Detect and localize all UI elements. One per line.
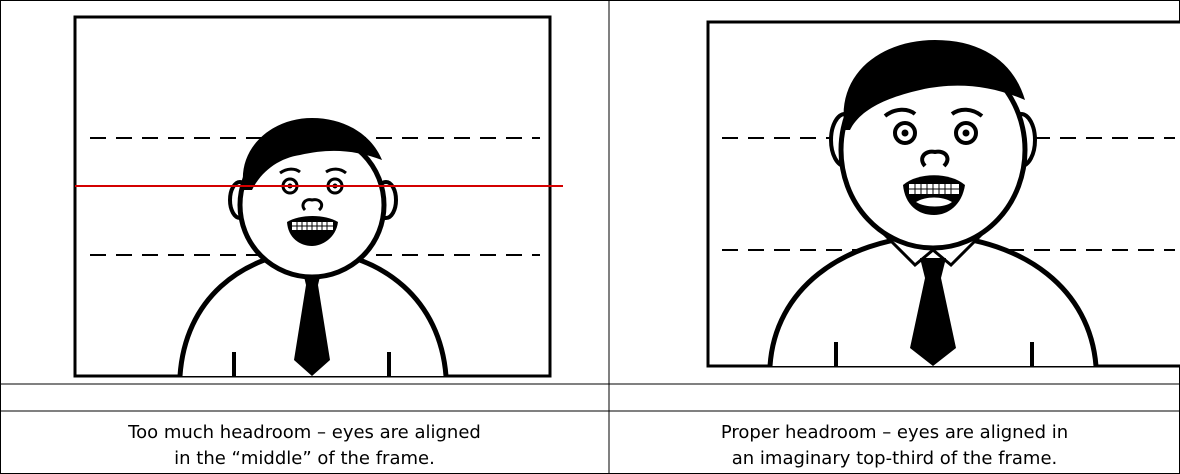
proper-headroom-frame (708, 22, 1180, 366)
caption-line-2: in the “middle” of the frame. (0, 446, 609, 472)
proper-headroom-caption: Proper headroom – eyes are aligned in an… (609, 420, 1180, 472)
caption-line-1: Too much headroom – eyes are aligned (0, 420, 609, 446)
caption-cell-left: Too much headroom – eyes are aligned in … (0, 411, 609, 474)
too-much-headroom-frame (75, 17, 563, 376)
caption-cell-right: Proper headroom – eyes are aligned in an… (609, 411, 1180, 474)
too-much-headroom-caption: Too much headroom – eyes are aligned in … (0, 420, 609, 472)
caption-line-1: Proper headroom – eyes are aligned in (609, 420, 1180, 446)
caption-line-2: an imaginary top-third of the frame. (609, 446, 1180, 472)
